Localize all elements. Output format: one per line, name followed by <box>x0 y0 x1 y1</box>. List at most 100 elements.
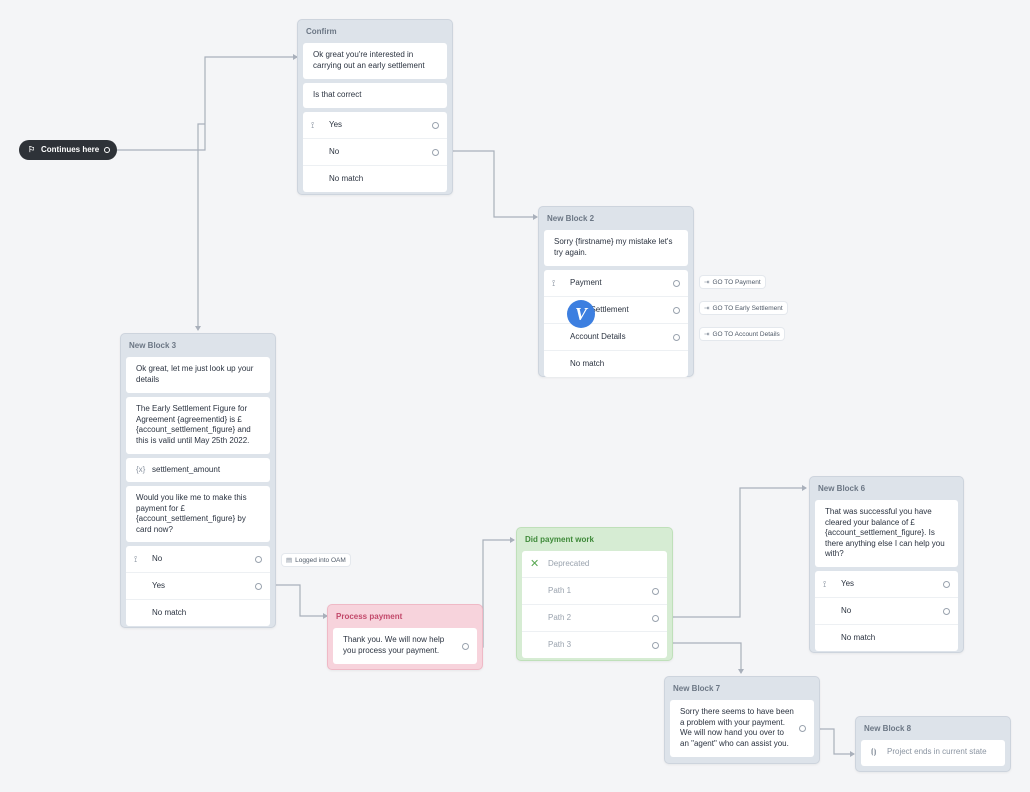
choice-port[interactable] <box>943 580 950 588</box>
arrow <box>738 669 744 674</box>
choice-early-settlement[interactable]: Early Settlement <box>544 297 688 324</box>
path-port[interactable] <box>652 641 659 649</box>
arrow <box>510 537 515 543</box>
goto-payment-link[interactable]: ⇥GO TO Payment <box>700 276 765 288</box>
block-new-block-3[interactable]: New Block 3 Ok great, let me just look u… <box>120 333 276 628</box>
path-port[interactable] <box>652 587 659 595</box>
message-card[interactable]: Ok great you're interested in carrying o… <box>303 43 447 79</box>
choice-label: No match <box>152 608 187 617</box>
start-node-label: Continues here <box>41 145 100 154</box>
block-new-block-7[interactable]: New Block 7 Sorry there seems to have be… <box>664 676 820 764</box>
choice-label: Payment <box>570 278 602 287</box>
choice-label: Yes <box>152 581 166 590</box>
choice-port[interactable] <box>432 121 439 129</box>
choice-icon: ⟟ <box>552 278 556 288</box>
block-title: Process payment <box>336 612 403 621</box>
goto-early-settlement-link[interactable]: ⇥GO TO Early Settlement <box>700 302 787 314</box>
message-card[interactable]: Sorry there seems to have been a problem… <box>670 700 814 757</box>
message-card[interactable]: Sorry {firstname} my mistake let's try a… <box>544 230 688 266</box>
note-label: Logged into OAM <box>295 557 346 564</box>
choice-icon: ⟟ <box>823 579 827 589</box>
start-node-port[interactable] <box>104 147 110 153</box>
choice-label: No <box>152 554 163 563</box>
choice-label: No match <box>570 359 605 368</box>
start-node[interactable]: ⚐ Continues here <box>19 140 117 160</box>
deprecated-row: ✕ Deprecated <box>522 551 667 578</box>
block-did-payment-work[interactable]: Did payment work ✕ Deprecated Path 1 Pat… <box>516 527 673 661</box>
variable-card[interactable]: {x} settlement_amount <box>126 458 270 482</box>
message-card[interactable]: Is that correct <box>303 83 447 108</box>
choice-port[interactable] <box>432 148 439 156</box>
choice-yes[interactable]: ⟟ Yes <box>815 571 958 598</box>
choice-port[interactable] <box>673 279 680 287</box>
message-card[interactable]: Thank you. We will now help you process … <box>333 628 477 664</box>
choice-yes[interactable]: Yes <box>126 573 270 600</box>
end-card[interactable]: ⦗⦘ Project ends in current state <box>861 740 1005 766</box>
message-card[interactable]: Would you like me to make this payment f… <box>126 486 270 542</box>
link-start-to-confirm <box>117 56 298 151</box>
choice-port[interactable] <box>255 555 262 563</box>
choice-label: No match <box>329 174 364 183</box>
path-2[interactable]: Path 2 <box>522 605 667 632</box>
choice-no-match[interactable]: No match <box>544 351 688 377</box>
choice-label: No <box>329 147 340 156</box>
avatar[interactable]: V <box>567 300 595 328</box>
path-3[interactable]: Path 3 <box>522 632 667 658</box>
choice-no-match[interactable]: No match <box>815 625 958 651</box>
choice-label: Early Settlement <box>570 305 629 314</box>
block-title: New Block 8 <box>864 724 912 733</box>
path-group: ✕ Deprecated Path 1 Path 2 Path 3 <box>522 551 667 658</box>
choice-no[interactable]: No <box>815 598 958 625</box>
goto-icon: ⇥ <box>704 305 710 312</box>
logged-into-oam-link[interactable]: ▤Logged into OAM <box>282 554 350 566</box>
block-process-payment[interactable]: Process payment Thank you. We will now h… <box>327 604 483 670</box>
choice-group: ⟟ Yes No No match <box>815 571 958 651</box>
path-1[interactable]: Path 1 <box>522 578 667 605</box>
end-label: Project ends in current state <box>887 747 987 756</box>
block-new-block-6[interactable]: New Block 6 That was successful you have… <box>809 476 964 653</box>
variable-icon: {x} <box>136 465 146 474</box>
message-card[interactable]: The Early Settlement Figure for Agreemen… <box>126 397 270 454</box>
deprecated-label: Deprecated <box>548 559 590 568</box>
goto-account-details-link[interactable]: ⇥GO TO Account Details <box>700 328 784 340</box>
message-card[interactable]: Ok great, let me just look up your detai… <box>126 357 270 393</box>
end-icon: ⦗⦘ <box>871 747 877 756</box>
block-title: New Block 2 <box>547 214 595 223</box>
choice-no-match[interactable]: No match <box>126 600 270 626</box>
block-new-block-8[interactable]: New Block 8 ⦗⦘ Project ends in current s… <box>855 716 1011 772</box>
goto-icon: ⇥ <box>704 279 710 286</box>
choice-group: ⟟ No Yes No match <box>126 546 270 626</box>
link-path3-to-block7 <box>663 642 742 673</box>
choice-no[interactable]: ⟟ No <box>126 546 270 573</box>
link-yes-to-block3 <box>197 123 205 330</box>
block-new-block-2[interactable]: New Block 2 Sorry {firstname} my mistake… <box>538 206 694 377</box>
goto-label: GO TO Early Settlement <box>712 305 783 312</box>
block-title: Did payment work <box>525 535 594 544</box>
block-title: Confirm <box>306 27 337 36</box>
choice-port[interactable] <box>673 306 680 314</box>
choice-yes[interactable]: ⟟ Yes <box>303 112 447 139</box>
choice-no[interactable]: No <box>303 139 447 166</box>
choice-port[interactable] <box>255 582 262 590</box>
choice-account-details[interactable]: Account Details <box>544 324 688 351</box>
goto-label: GO TO Payment <box>712 279 761 286</box>
choice-payment[interactable]: ⟟ Payment <box>544 270 688 297</box>
path-port[interactable] <box>652 614 659 622</box>
block-title: New Block 7 <box>673 684 721 693</box>
block-title: New Block 6 <box>818 484 866 493</box>
choice-port[interactable] <box>943 607 950 615</box>
choice-port[interactable] <box>673 333 680 341</box>
block-title: New Block 3 <box>129 341 177 350</box>
choice-no-match[interactable]: No match <box>303 166 447 192</box>
choice-label: Account Details <box>570 332 626 341</box>
message-port[interactable] <box>462 642 469 650</box>
message-port[interactable] <box>799 725 806 732</box>
note-icon: ▤ <box>286 557 293 564</box>
message-card[interactable]: That was successful you have cleared you… <box>815 500 958 567</box>
choice-label: No <box>841 606 852 615</box>
choice-label: Yes <box>841 579 855 588</box>
block-confirm[interactable]: Confirm Ok great you're interested in ca… <box>297 19 453 195</box>
goto-label: GO TO Account Details <box>712 331 780 338</box>
path-label: Path 2 <box>548 613 572 622</box>
